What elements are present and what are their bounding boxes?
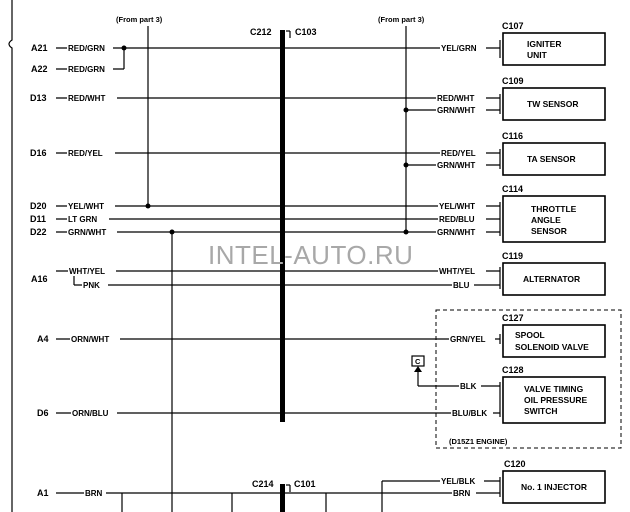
right-wire-labels: YEL/GRN RED/WHT GRN/WHT RED/YEL GRN/WHT … bbox=[436, 43, 495, 498]
c214-c101-bar bbox=[280, 484, 285, 512]
right-wire-c109-1: RED/WHT bbox=[437, 94, 474, 103]
component-c107: C107 IGNITER UNIT bbox=[502, 21, 606, 66]
component-c127-line2: SOLENOID VALVE bbox=[515, 342, 589, 352]
ground-c-label: C bbox=[415, 357, 421, 366]
component-c120: C120 No. 1 INJECTOR bbox=[502, 459, 606, 504]
component-c119-id: C119 bbox=[502, 251, 523, 261]
splice-d22-right bbox=[403, 229, 409, 235]
pin-d13: D13 bbox=[30, 93, 47, 103]
component-c128-line3: SWITCH bbox=[524, 406, 558, 416]
pin-a16: A16 bbox=[31, 274, 48, 284]
pin-d11: D11 bbox=[30, 214, 46, 224]
right-wire-c116-1: RED/YEL bbox=[441, 149, 476, 158]
component-c128-line2: OIL PRESSURE bbox=[524, 395, 587, 405]
component-c114-line1: THROTTLE bbox=[531, 204, 577, 214]
from-part3-right-note: (From part 3) bbox=[378, 15, 425, 24]
component-c128-line1: VALVE TIMING bbox=[524, 384, 584, 394]
right-wire-c119-1: WHT/YEL bbox=[439, 267, 475, 276]
right-wire-c120-1: YEL/BLK bbox=[441, 477, 475, 486]
pin-a21: A21 bbox=[31, 43, 48, 53]
pin-a4: A4 bbox=[37, 334, 49, 344]
component-c114: C114 THROTTLE ANGLE SENSOR bbox=[502, 184, 606, 243]
right-wire-c114-2: RED/BLU bbox=[439, 215, 475, 224]
component-c107-line1: IGNITER bbox=[527, 39, 561, 49]
ground-c-box bbox=[411, 355, 425, 367]
splice-a21 bbox=[121, 45, 127, 51]
from-part3-left-note: (From part 3) bbox=[116, 15, 163, 24]
right-wire-c128-1: BLK bbox=[460, 382, 477, 391]
component-c109-id: C109 bbox=[502, 76, 524, 86]
component-c120-line1: No. 1 INJECTOR bbox=[521, 482, 587, 492]
component-c114-id: C114 bbox=[502, 184, 523, 194]
component-c109: C109 TW SENSOR bbox=[502, 76, 606, 121]
left-wire-a22: RED/GRN bbox=[68, 65, 105, 74]
connector-c101: C101 bbox=[294, 479, 316, 489]
left-wire-d11: LT GRN bbox=[68, 215, 97, 224]
component-c114-line2: ANGLE bbox=[531, 215, 561, 225]
component-c114-line3: SENSOR bbox=[531, 226, 567, 236]
splice-d20 bbox=[145, 203, 151, 209]
component-c128-id: C128 bbox=[502, 365, 524, 375]
connector-c214: C214 bbox=[252, 479, 274, 489]
left-wire-d13: RED/WHT bbox=[68, 94, 105, 103]
right-wire-c114-1: YEL/WHT bbox=[439, 202, 475, 211]
c212-c103-bar bbox=[280, 30, 285, 422]
right-wire-c109-2: GRN/WHT bbox=[437, 106, 475, 115]
right-wire-c119-2: BLU bbox=[453, 281, 470, 290]
right-wire-c128-2: BLU/BLK bbox=[452, 409, 487, 418]
left-wire-a4: ORN/WHT bbox=[71, 335, 109, 344]
right-wire-c120-2: BRN bbox=[453, 489, 471, 498]
component-c128: C128 VALVE TIMING OIL PRESSURE SWITCH bbox=[502, 365, 606, 424]
component-c120-id: C120 bbox=[504, 459, 526, 469]
ecu-left-edge bbox=[8, 0, 13, 512]
watermark: INTEL-AUTO.RU bbox=[208, 240, 413, 270]
left-wire-labels: RED/GRN RED/GRN RED/WHT RED/YEL YEL/WHT … bbox=[67, 43, 120, 498]
splice-c116 bbox=[403, 162, 409, 168]
component-c116-id: C116 bbox=[502, 131, 523, 141]
component-c127: C127 SPOOL SOLENOID VALVE bbox=[502, 313, 606, 358]
pin-a22: A22 bbox=[31, 64, 48, 74]
right-wire-c127: GRN/YEL bbox=[450, 335, 486, 344]
pin-d20: D20 bbox=[30, 201, 47, 211]
d15z1-engine-note: (D15Z1 ENGINE) bbox=[449, 437, 508, 446]
left-wire-d16: RED/YEL bbox=[68, 149, 103, 158]
left-wire-a16-1: WHT/YEL bbox=[69, 267, 105, 276]
left-wire-a21: RED/GRN bbox=[68, 44, 105, 53]
left-wire-d6: ORN/BLU bbox=[72, 409, 109, 418]
pin-d6: D6 bbox=[37, 408, 49, 418]
right-wire-c114-3: GRN/WHT bbox=[437, 228, 475, 237]
right-wire-c116-2: GRN/WHT bbox=[437, 161, 475, 170]
left-wire-a16-2: PNK bbox=[83, 281, 100, 290]
component-c127-line1: SPOOL bbox=[515, 330, 545, 340]
component-c116: C116 TA SENSOR bbox=[502, 131, 606, 176]
component-c119: C119 ALTERNATOR bbox=[502, 251, 606, 296]
left-wire-d22: GRN/WHT bbox=[68, 228, 106, 237]
connector-c103: C103 bbox=[295, 27, 317, 37]
pin-d22: D22 bbox=[30, 227, 47, 237]
left-wire-a1: BRN bbox=[85, 489, 103, 498]
component-c119-line1: ALTERNATOR bbox=[523, 274, 580, 284]
connector-c212: C212 bbox=[250, 27, 272, 37]
component-c107-id: C107 bbox=[502, 21, 524, 31]
component-c116-line1: TA SENSOR bbox=[527, 154, 576, 164]
splice-c109 bbox=[403, 107, 409, 113]
component-c109-line1: TW SENSOR bbox=[527, 99, 578, 109]
component-c127-id: C127 bbox=[502, 313, 524, 323]
pin-d16: D16 bbox=[30, 148, 47, 158]
right-wire-c107: YEL/GRN bbox=[441, 44, 477, 53]
ground-arrow bbox=[414, 366, 422, 372]
component-c107-line2: UNIT bbox=[527, 50, 548, 60]
left-wire-d20: YEL/WHT bbox=[68, 202, 104, 211]
pin-a1: A1 bbox=[37, 488, 49, 498]
d15z1-region bbox=[435, 309, 622, 449]
